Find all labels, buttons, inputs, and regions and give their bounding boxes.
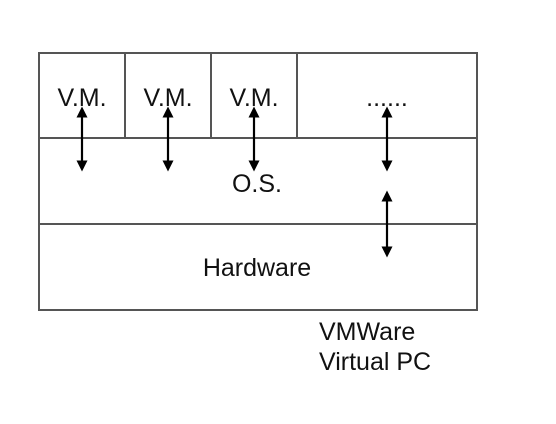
vm-label-1: V.M. xyxy=(57,84,106,112)
hardware-layer-box xyxy=(38,223,478,311)
caption-line-2: Virtual PC xyxy=(319,348,431,376)
hardware-label: Hardware xyxy=(203,254,311,282)
caption-line-1: VMWare xyxy=(319,318,415,346)
vm-ellipsis-label: ...... xyxy=(366,84,408,112)
vm-label-2: V.M. xyxy=(143,84,192,112)
os-label: O.S. xyxy=(232,170,282,198)
vm-label-3: V.M. xyxy=(229,84,278,112)
